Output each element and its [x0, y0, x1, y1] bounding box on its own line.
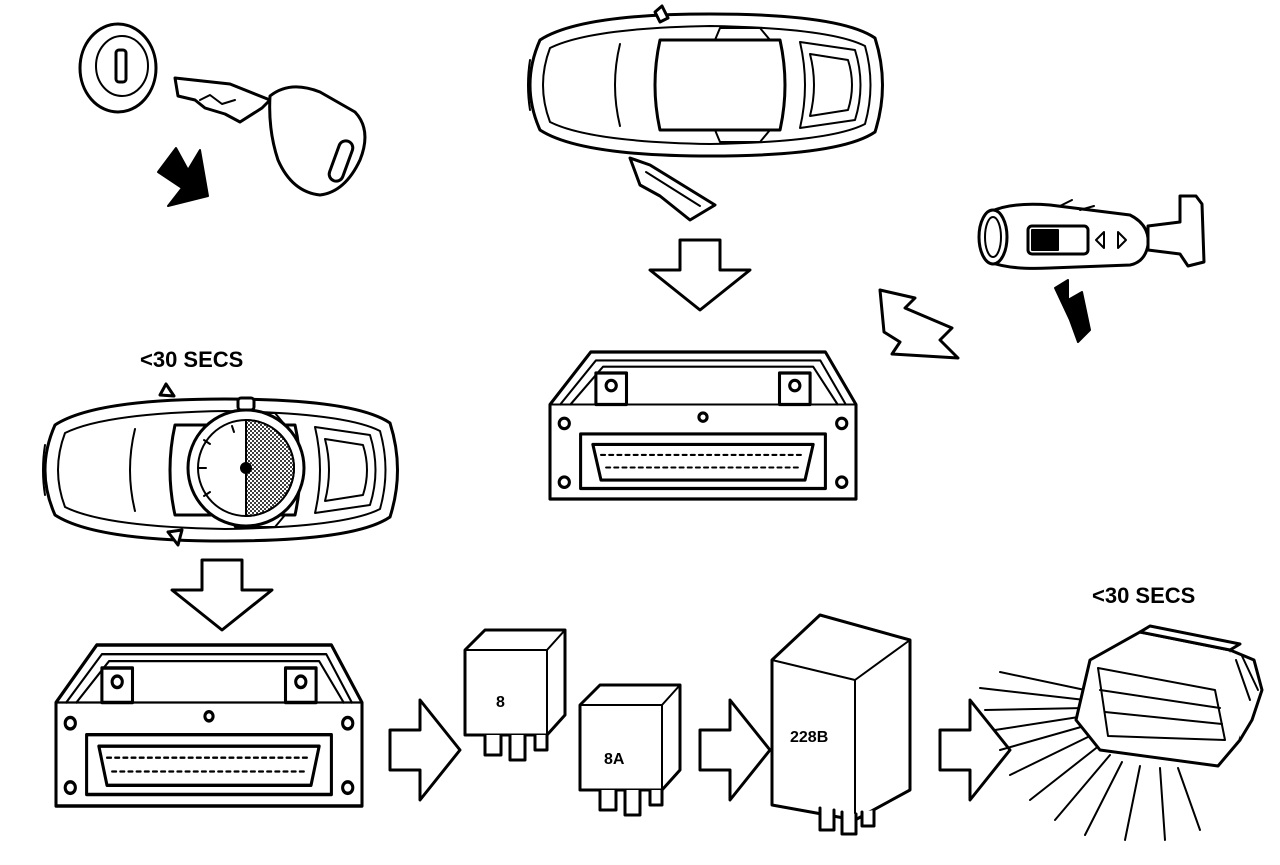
stalk-direction-arrow-icon — [1054, 279, 1091, 343]
flow-arrow-icon — [388, 698, 462, 802]
relay-8-label: 8 — [496, 694, 505, 711]
rotation-arrow-icon — [157, 147, 209, 207]
car-with-stopwatch — [41, 382, 399, 547]
stopwatch-icon — [186, 396, 306, 528]
flow-arrow-icon — [648, 238, 752, 312]
relay-8: 8 — [463, 628, 567, 762]
relay-8a: 8A — [578, 683, 682, 817]
timer-label-lamp: <30 SECS — [1092, 583, 1195, 608]
ecu-module-icon — [548, 350, 858, 501]
flow-arrow-icon — [878, 288, 960, 360]
relay-8a-label: 8A — [604, 751, 625, 768]
flow-arrow-icon — [170, 558, 274, 632]
car-door-open-icon — [526, 4, 884, 222]
headlamp-icon — [979, 624, 1264, 841]
relay-228b-label: 228B — [790, 729, 828, 746]
ignition-key-icon — [78, 22, 367, 197]
relay-228b: 228B — [770, 613, 912, 836]
indicator-stalk-icon — [977, 194, 1206, 270]
timer-label-car: <30 SECS — [140, 347, 243, 372]
flow-arrow-icon — [698, 698, 772, 802]
ecu-module-icon — [54, 643, 364, 808]
